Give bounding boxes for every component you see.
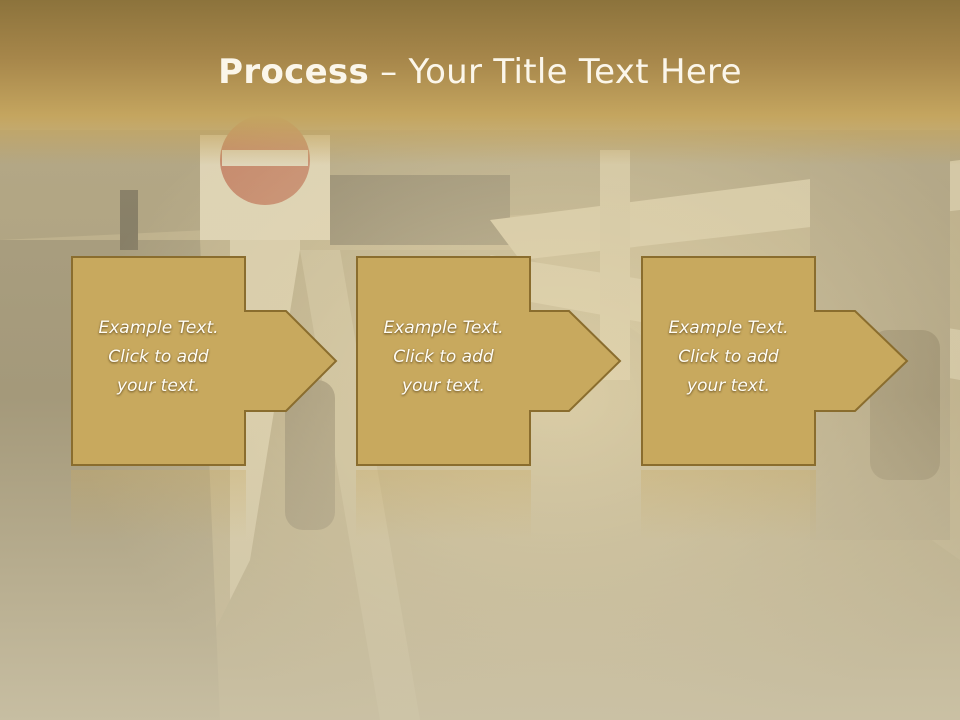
step-reflection xyxy=(71,470,246,540)
slide-title[interactable]: Process – Your Title Text Here xyxy=(0,52,960,92)
step-text-line: Example Text. xyxy=(383,318,504,338)
title-band xyxy=(0,0,960,165)
title-bold: Process xyxy=(218,52,370,92)
title-rest: – Your Title Text Here xyxy=(369,52,742,92)
arrow-box-shape xyxy=(641,256,909,466)
arrow-box-shape xyxy=(71,256,338,466)
process-step-3[interactable]: Example Text. Click to add your text. xyxy=(641,256,911,466)
step-text: Example Text. Click to add your text. xyxy=(71,314,246,401)
step-text-line: Click to add xyxy=(108,347,209,367)
step-reflection xyxy=(356,470,531,540)
step-text: Example Text. Click to add your text. xyxy=(356,314,531,401)
step-text-line: your text. xyxy=(687,376,770,396)
step-text-line: Click to add xyxy=(393,347,494,367)
step-text-line: Click to add xyxy=(678,347,779,367)
step-text-line: your text. xyxy=(402,376,485,396)
process-step-1[interactable]: Example Text. Click to add your text. xyxy=(71,256,341,466)
arrow-box-shape xyxy=(356,256,622,466)
step-text-line: Example Text. xyxy=(98,318,219,338)
step-reflection xyxy=(641,470,816,540)
step-text: Example Text. Click to add your text. xyxy=(641,314,816,401)
step-text-line: Example Text. xyxy=(668,318,789,338)
process-step-2[interactable]: Example Text. Click to add your text. xyxy=(356,256,626,466)
step-text-line: your text. xyxy=(117,376,200,396)
